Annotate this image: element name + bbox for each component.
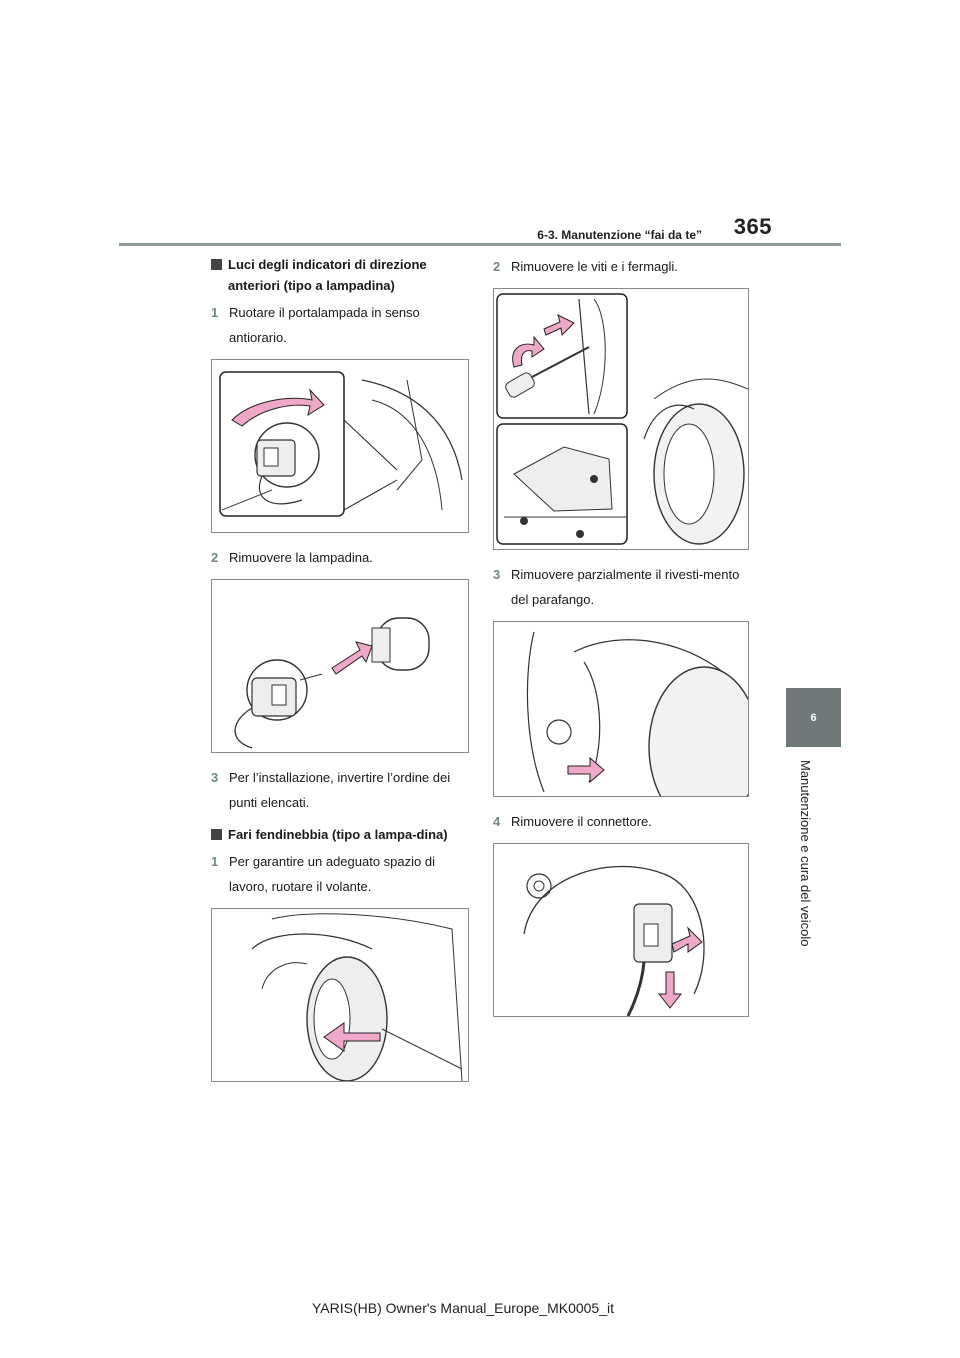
chapter-side-label: Manutenzione e cura del veicolo: [798, 760, 813, 947]
chapter-tab[interactable]: 6: [786, 688, 841, 747]
figure-rotate-socket: [211, 359, 469, 533]
step-remove-connector: 4 Rimuovere il connettore.: [493, 814, 652, 829]
page-number: 365: [733, 214, 772, 239]
illustration-bulb-removal: [234, 617, 430, 749]
step-remove-fender-liner: 3 Rimuovere parzialmente il rivesti-ment…: [493, 567, 740, 607]
page-footer: YARIS(HB) Owner's Manual_Europe_MK0005_i…: [312, 1300, 614, 1316]
figure-fender-liner: [493, 621, 749, 797]
step-install-reverse: 3 Per l’installazione, invertire l’ordin…: [211, 770, 451, 810]
figure-turn-steering: [211, 908, 469, 1082]
figure-remove-bulb: [211, 579, 469, 753]
square-bullet-icon: [211, 259, 222, 270]
illustration-connector: [523, 865, 705, 1016]
illustration-fender-liner: [526, 631, 748, 796]
step-remove-bulb: 2 Rimuovere la lampadina.: [211, 550, 373, 565]
section-heading-turn-signals: Luci degli indicatori di direzione anter…: [211, 254, 471, 296]
step-remove-screws-clips: 2 Rimuovere le viti e i fermagli.: [493, 259, 678, 274]
square-bullet-icon: [211, 829, 222, 840]
illustration-socket-rotation: [219, 371, 463, 517]
right-column: 2 Rimuovere le viti e i fermagli. 3 Rimu…: [493, 254, 753, 1029]
header-rule: [119, 243, 841, 246]
section-header: 6-3. Manutenzione “fai da te”: [537, 228, 702, 242]
figure-remove-connector: [493, 843, 749, 1017]
left-column: Luci degli indicatori di direzione anter…: [211, 254, 471, 1094]
step-rotate-socket: 1 Ruotare il portalampada in senso antio…: [211, 305, 420, 345]
section-heading-fog-lights: Fari fendinebbia (tipo a lampa-dina): [211, 824, 471, 845]
figure-remove-screws: [493, 288, 749, 550]
illustration-screws-clips: [496, 293, 748, 545]
illustration-turned-wheel: [251, 913, 463, 1081]
chapter-tab-number: 6: [810, 711, 817, 724]
step-turn-steering-wheel: 1 Per garantire un adeguato spazio di la…: [211, 854, 435, 894]
